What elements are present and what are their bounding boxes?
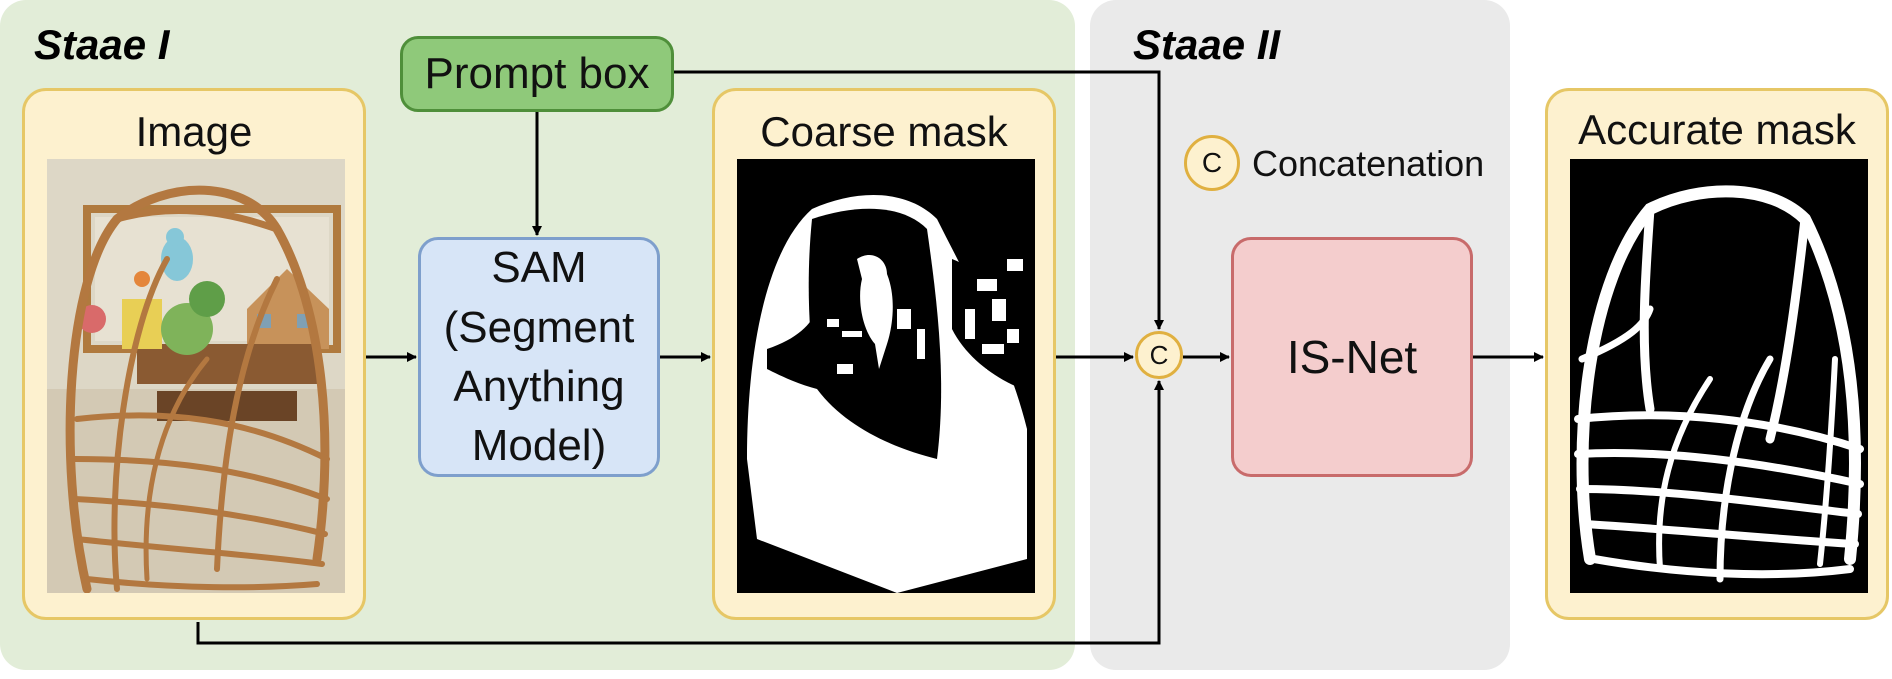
accurate-mask-panel: Accurate mask xyxy=(1545,88,1889,620)
legend-concat-symbol: C xyxy=(1184,135,1240,191)
sam-node: SAM (Segment Anything Model) xyxy=(418,237,660,477)
prompt-box-node: Prompt box xyxy=(400,36,674,112)
coarse-mask-image xyxy=(737,159,1035,593)
accurate-mask-image xyxy=(1570,159,1868,593)
arrow-prompt-to-concat xyxy=(674,70,1164,330)
stage-two-title: Staae II xyxy=(1133,21,1281,68)
stage-one-title: Staae I xyxy=(34,21,170,68)
wicker-basket-photo xyxy=(47,159,345,593)
coarse-mask-panel-title: Coarse mask xyxy=(760,108,1008,155)
concatenation-node: C xyxy=(1135,331,1183,379)
arrow-image-to-concat xyxy=(196,380,1164,645)
isnet-node: IS-Net xyxy=(1231,237,1473,477)
image-panel: Image xyxy=(22,88,366,620)
sam-label-line-1: SAM xyxy=(491,243,587,293)
legend-concat-label: Concatenation xyxy=(1252,143,1485,184)
sam-label-line-2: (Segment xyxy=(443,302,635,352)
sam-label-line-4: Model) xyxy=(471,421,607,471)
sam-label-line-3: Anything xyxy=(453,362,625,411)
accurate-mask-panel-title: Accurate mask xyxy=(1578,106,1856,153)
image-panel-title: Image xyxy=(135,108,253,155)
coarse-mask-panel: Coarse mask xyxy=(712,88,1056,620)
